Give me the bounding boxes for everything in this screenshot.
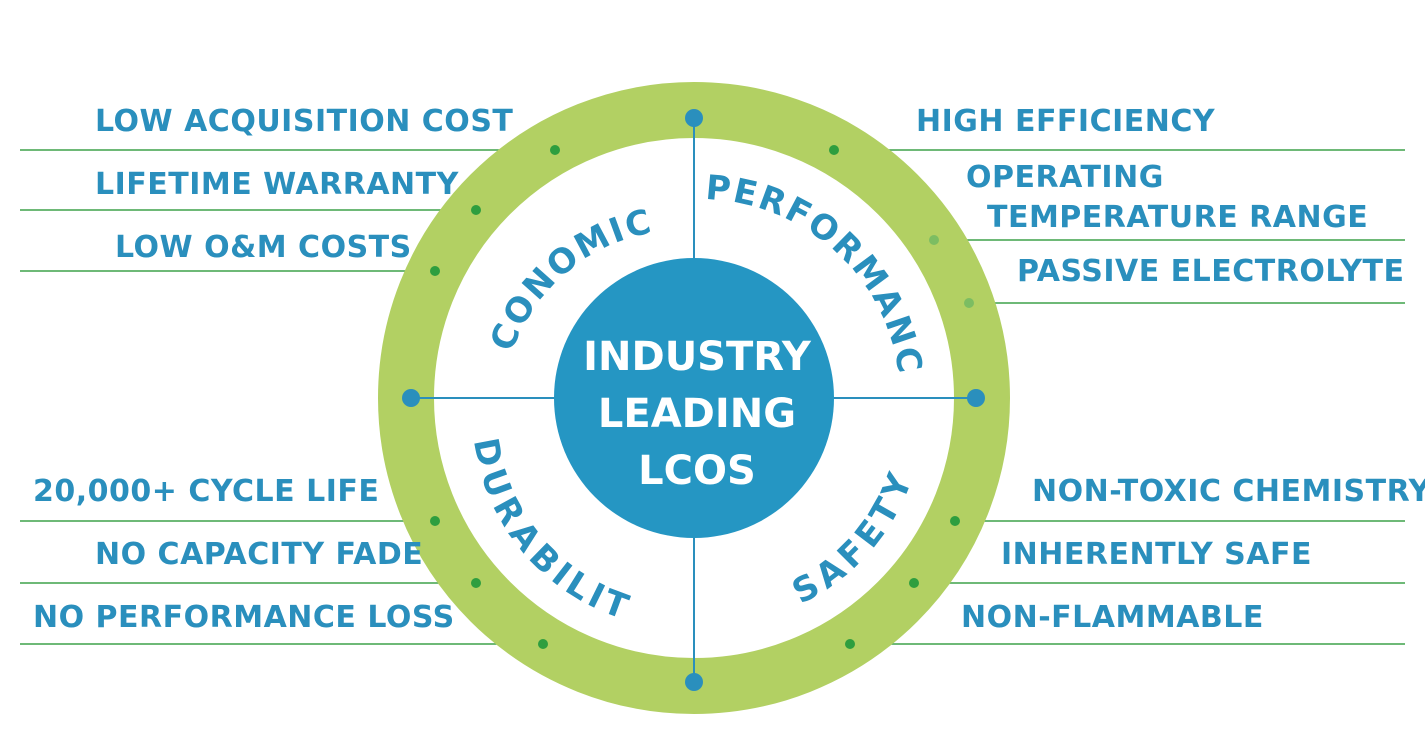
feature-low-acquisition-cost: LOW ACQUISITION COST xyxy=(95,104,513,139)
connector-dot xyxy=(471,205,481,215)
feature-operating-temp-line1: OPERATING xyxy=(966,160,1164,195)
divider-node-left xyxy=(402,389,420,407)
feature-non-toxic-chemistry: NON-TOXIC CHEMISTRY xyxy=(1032,474,1425,509)
feature-no-capacity-fade: NO CAPACITY FADE xyxy=(95,537,423,572)
feature-cycle-life: 20,000+ CYCLE LIFE xyxy=(33,474,379,509)
center-circle xyxy=(554,258,834,538)
divider-node-bottom xyxy=(685,673,703,691)
connector-dot xyxy=(829,145,839,155)
center-line-3: LCOS xyxy=(638,448,756,494)
connector-dot xyxy=(538,639,548,649)
feature-no-performance-loss: NO PERFORMANCE LOSS xyxy=(33,600,455,635)
feature-low-om-costs: LOW O&M COSTS xyxy=(115,230,412,265)
divider-node-top xyxy=(685,109,703,127)
center-line-1: INDUSTRY xyxy=(583,334,812,380)
connector-dot xyxy=(845,639,855,649)
feature-non-flammable: NON-FLAMMABLE xyxy=(961,600,1264,635)
divider-node-right xyxy=(967,389,985,407)
connector-dot xyxy=(909,578,919,588)
right-connectors xyxy=(834,149,1405,645)
connector-dot xyxy=(550,145,560,155)
left-connectors xyxy=(20,149,555,645)
feature-inherently-safe: INHERENTLY SAFE xyxy=(1001,537,1312,572)
connector-dot xyxy=(471,578,481,588)
feature-high-efficiency: HIGH EFFICIENCY xyxy=(916,104,1216,139)
quadrant-dividers xyxy=(402,109,985,691)
connector-dot xyxy=(950,516,960,526)
feature-lifetime-warranty: LIFETIME WARRANTY xyxy=(95,167,460,202)
connector-dot xyxy=(430,266,440,276)
ring-dots xyxy=(430,145,974,649)
connector-dot xyxy=(964,298,974,308)
connector-dot xyxy=(929,235,939,245)
feature-passive-electrolyte: PASSIVE ELECTROLYTE xyxy=(1017,254,1404,289)
connector-dot xyxy=(430,516,440,526)
feature-operating-temp-line2: TEMPERATURE RANGE xyxy=(987,200,1368,235)
center-line-2: LEADING xyxy=(598,391,796,437)
